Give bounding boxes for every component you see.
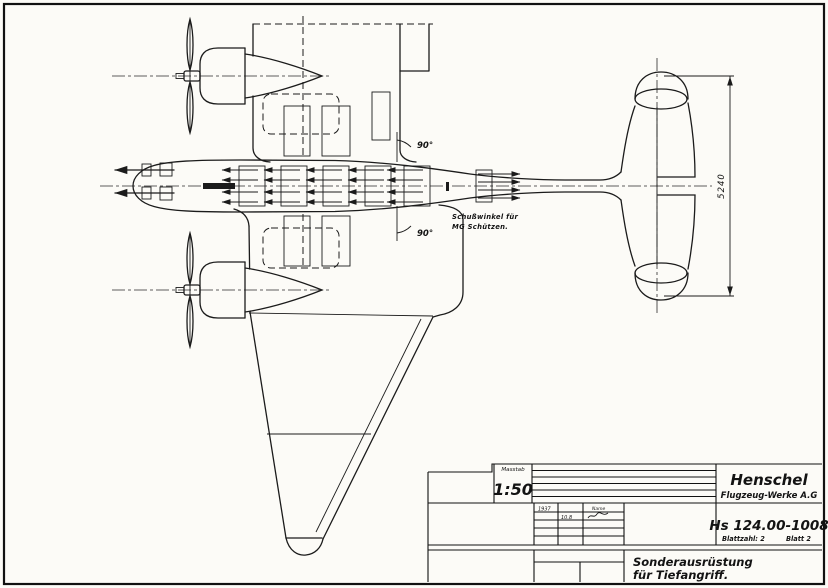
title-block: Masstab 1:50 Henschel Flugzeug-Werke A.G… — [427, 463, 828, 582]
wing-hatch-panel — [371, 91, 391, 141]
engine-nacelle-top — [199, 47, 340, 135]
ammo-box — [321, 215, 351, 267]
station-mark — [446, 182, 449, 191]
company-subtitle: Flugzeug-Werke A.G — [721, 491, 818, 501]
tailplane — [620, 71, 696, 301]
mg-note: Schußwinkel für MG Schützen. — [452, 213, 519, 231]
ammo-box — [321, 105, 351, 157]
drawing-number-cell: Hs 124.00-1008 Blattzahl: 2 Blatt 2 — [709, 518, 828, 543]
drawing-title-line2: für Tiefangriff. — [633, 568, 728, 582]
revision-entries: 1937 10.8 Name — [538, 506, 609, 521]
ammo-boxes — [283, 105, 351, 267]
tail-span-dimension-text: 5240 — [717, 173, 727, 199]
mg-battery — [386, 165, 431, 207]
wing-panel-joint — [248, 312, 434, 317]
mg-batteries-forward — [221, 165, 431, 207]
revision-date: 10.8 — [561, 515, 572, 521]
mg-battery — [347, 165, 392, 207]
aileron-hinge-line — [315, 318, 422, 533]
sheet-count: Blattzahl: 2 — [722, 535, 765, 543]
fuselage-outline — [132, 159, 622, 213]
tail-fin-bottom — [634, 262, 688, 284]
mg-battery — [221, 165, 266, 207]
ammo-box — [283, 105, 311, 157]
scale-value: 1:50 — [493, 480, 533, 499]
title-cell: Sonderausrüstung für Tiefangriff. — [633, 555, 753, 582]
bay-outline-top — [262, 93, 340, 135]
ammo-box — [283, 215, 311, 267]
company-name: Henschel — [730, 471, 808, 489]
angle-top-text: 90° — [417, 141, 433, 151]
engine-nacelle-bottom — [199, 227, 340, 319]
angle-annotation-bottom: 90° — [396, 206, 433, 241]
angle-annotation-top: 90° — [396, 132, 433, 162]
mg-battery-rear — [475, 169, 521, 203]
revision-year: 1937 — [538, 507, 552, 513]
tail-fin-top-cap — [634, 71, 689, 100]
mg-note-line1: Schußwinkel für — [452, 213, 519, 221]
angle-bottom-text: 90° — [417, 229, 433, 239]
scale-label: Masstab — [501, 467, 525, 473]
propeller-top — [175, 16, 201, 136]
nose-guns — [114, 162, 235, 201]
starboard-wing — [252, 16, 433, 163]
port-wing — [233, 204, 464, 556]
mg-battery — [263, 165, 308, 207]
company-cell: Henschel Flugzeug-Werke A.G — [721, 471, 818, 501]
tail-fin-bottom-cap — [634, 272, 689, 301]
wing-trailing-edge — [322, 316, 434, 540]
mg-note-line2: MG Schützen. — [452, 223, 508, 231]
dimension-5240: 5240 — [664, 75, 734, 297]
signature-scribble — [587, 512, 609, 519]
mg-battery — [305, 165, 350, 207]
gun-mount-bar — [203, 183, 235, 189]
scale-cell: Masstab 1:50 — [493, 467, 533, 499]
flap-trailing-edge — [432, 204, 464, 318]
drawing-title-line1: Sonderausrüstung — [633, 555, 753, 569]
sheet-number: Blatt 2 — [786, 535, 811, 543]
name-column-header: Name — [592, 506, 606, 512]
tail-fin-top — [634, 88, 688, 110]
drawing-number: Hs 124.00-1008 — [709, 518, 828, 534]
wheel-bay-outline — [262, 227, 340, 269]
revision-table — [532, 469, 716, 498]
